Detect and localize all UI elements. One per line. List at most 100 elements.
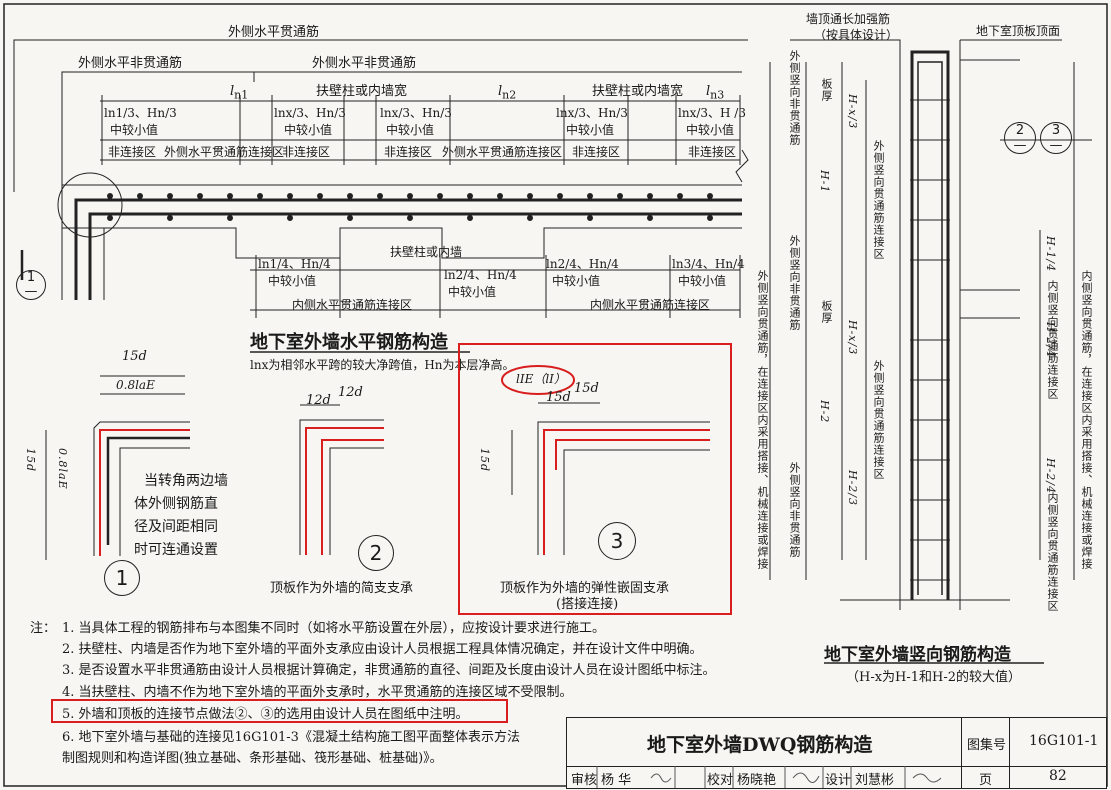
frac-label-a: ln1/3、Hn/3 xyxy=(104,106,177,120)
v-ref-3: 3— xyxy=(1040,122,1072,154)
d1-text-1: 当转角两边墙 xyxy=(144,473,228,489)
inner-conn-zone-2: 内侧水平贯通筋连接区 xyxy=(590,298,711,312)
ln2-label: ln2 xyxy=(498,84,517,102)
note-4: 4. 当扶壁柱、内墙不作为地下室外墙的平面外支承时，水平贯通筋的连接区域不受限制… xyxy=(62,685,573,700)
vertical-caption: （H-x为H-1和H-2的较大值） xyxy=(846,670,1022,685)
v-outer-conn-2: 外侧竖向贯通筋连接区 xyxy=(872,360,885,480)
note-5: 5. 外墙和顶板的连接节点做法②、③的选用由设计人员在图纸中注明。 xyxy=(62,707,469,722)
reviewer-name: 杨 华 xyxy=(601,773,632,788)
detail-2-number: 2 xyxy=(358,535,394,571)
outer-conn-zone-1: 外侧水平贯通筋连接区 xyxy=(164,145,285,159)
note-6: 6. 地下室外墙与基础的连接见16G101-3《混凝土结构施工图平面整体表示方法 xyxy=(62,730,520,745)
outer-nonthrough-mid-label: 外侧水平非贯通筋 xyxy=(312,56,417,71)
frac-label-f: ln1/4、Hn/4 xyxy=(258,257,331,271)
d1-dim-15d-v: 15d xyxy=(24,448,37,473)
v-h14-label: H-1/4 xyxy=(1044,236,1057,273)
lesser-label-e: 中较小值 xyxy=(686,123,735,137)
nonconnect-label-5: 非连接区 xyxy=(688,145,737,159)
vertical-title: 地下室外墙竖向钢筋构造 xyxy=(824,645,1011,665)
d2-dim-12d-b: 12d xyxy=(338,385,363,400)
lesser-label-i: 中较小值 xyxy=(678,274,727,288)
inner-conn-zone-1: 内侧水平贯通筋连接区 xyxy=(292,298,413,312)
atlas-no: 16G101-1 xyxy=(1029,733,1099,749)
detail-3-caption: 顶板作为外墙的弹性嵌固支承 xyxy=(500,581,670,596)
atlas-no-label: 图集号 xyxy=(967,738,1007,753)
page-number: 82 xyxy=(1049,768,1067,784)
v-h23-label: H-2/3 xyxy=(846,470,859,507)
frac-label-c: lnx/3、Hn/3 xyxy=(380,106,452,120)
lesser-label-f: 中较小值 xyxy=(268,274,317,288)
designer-name: 刘慧彬 xyxy=(855,773,895,788)
v-h1-label: H-1 xyxy=(818,170,831,194)
checker-name: 杨晓艳 xyxy=(737,773,777,788)
outer-nonthrough-left-label: 外侧水平非贯通筋 xyxy=(78,56,183,71)
d1-dim-08: 0.8laE xyxy=(116,378,155,392)
outer-conn-zone-2: 外侧水平贯通筋连接区 xyxy=(442,145,563,159)
pilaster-width-label-b: 扶壁柱或内墙宽 xyxy=(592,84,684,99)
v-right-long-note: 内侧竖向贯通筋，在连接区内采用搭接、机械连接或焊接 xyxy=(1080,270,1093,570)
frac-label-b: lnx/3、Hn/3 xyxy=(274,106,346,120)
note-6-cont: 制图规则和构造详图(独立基础、条形基础、筏形基础、桩基础)》。 xyxy=(62,751,443,766)
pilaster-label-c: 扶壁柱或内墙 xyxy=(390,245,463,259)
detail-3-number: 3 xyxy=(598,522,636,560)
v-hx3-label-a: H-x/3 xyxy=(846,94,859,130)
v-inner-conn-1: 内侧竖向贯通筋连接区 xyxy=(1046,280,1059,400)
d1-text-2: 体外侧钢筋直 xyxy=(134,496,218,512)
frac-label-e: lnx/3、H /3 xyxy=(678,106,746,120)
title-block: 地下室外墙DWQ钢筋构造 图集号 16G101-1 审核 杨 华 校对 杨晓艳 … xyxy=(566,717,1107,789)
lesser-label-a: 中较小值 xyxy=(110,123,159,137)
v-outer-nonthrough-2: 外侧竖向非贯通筋 xyxy=(788,235,801,331)
section-ref-1: 1— xyxy=(16,270,46,300)
detail-1-number: 1 xyxy=(104,560,140,596)
v-top-bar-label: 墙顶通长加强筋 xyxy=(806,12,891,26)
note-1: 1. 当具体工程的钢筋排布与本图集不同时（如将水平筋设置在外层），应按设计要求进… xyxy=(62,621,606,636)
d1-text-3: 径及间距相同 xyxy=(134,519,218,535)
ln1-label: ln1 xyxy=(230,84,249,102)
v-inner-conn-2: 内侧竖向贯通筋连接区 xyxy=(1046,492,1059,612)
v-h24-label-b: H-2/4 xyxy=(1044,458,1057,495)
v-top-bar-label-2: （按具体设计） xyxy=(814,28,899,42)
note-2: 2. 扶壁柱、内墙是否作为地下室外墙的平面外支承应由设计人员根据工程具体情况确定… xyxy=(62,642,703,657)
lesser-label-b: 中较小值 xyxy=(284,123,333,137)
d1-dim-08-v: 0.8laE xyxy=(56,448,69,490)
d3-lle-label: lIE（lI） xyxy=(516,372,566,386)
v-outer-nonthrough-3: 外侧竖向非贯通筋 xyxy=(788,462,801,558)
d1-dim-15d: 15d xyxy=(122,349,147,364)
nonconnect-label-1: 非连接区 xyxy=(108,145,157,159)
d1-text-4: 时可连通设置 xyxy=(134,542,218,558)
horizontal-title: 地下室外墙水平钢筋构造 xyxy=(250,332,448,353)
pilaster-width-label-a: 扶壁柱或内墙宽 xyxy=(316,84,408,99)
signature-marks xyxy=(596,766,942,788)
note-3: 3. 是否设置水平非贯通筋由设计人员根据计算确定，非贯通筋的直径、间距及长度由设… xyxy=(62,663,716,678)
v-outer-conn-1: 外侧竖向贯通筋连接区 xyxy=(872,140,885,260)
check-label: 校对 xyxy=(707,773,734,788)
frac-label-d: lnx/3、Hn/3 xyxy=(556,106,628,120)
lesser-label-d: 中较小值 xyxy=(566,123,615,137)
lesser-label-h: 中较小值 xyxy=(552,274,601,288)
v-hx3-label-b: H-x/3 xyxy=(846,320,859,356)
outer-through-label: 外侧水平贯通筋 xyxy=(228,25,320,40)
v-slab-thickness-1: 板厚 xyxy=(820,78,833,102)
horizontal-caption: lnx为相邻水平跨的较大净跨值，Hn为本层净高。 xyxy=(250,358,515,372)
v-slab-thickness-2: 板厚 xyxy=(820,300,833,324)
design-label: 设计 xyxy=(825,773,852,788)
d3-dim-15d-a: 15d xyxy=(546,390,571,405)
page-label: 页 xyxy=(979,773,993,788)
detail-3-highlight-box xyxy=(458,343,732,615)
v-roof-face-label: 地下室顶板顶面 xyxy=(976,24,1061,38)
review-label: 审核 xyxy=(571,773,598,788)
v-left-long-note: 外侧竖向贯通筋，在连接区内采用搭接、机械连接或焊接 xyxy=(756,270,769,570)
nonconnect-label-2: 非连接区 xyxy=(282,145,331,159)
v-h24-label-a: H-2/4 xyxy=(1044,322,1057,359)
notes-prefix: 注： xyxy=(30,621,57,636)
lesser-label-c: 中较小值 xyxy=(386,123,435,137)
v-outer-nonthrough-1: 外侧竖向非贯通筋 xyxy=(788,50,801,146)
frac-label-g: ln2/4、Hn/4 xyxy=(444,268,517,282)
v-ref-2: 2— xyxy=(1004,122,1036,154)
drawing-title: 地下室外墙DWQ钢筋构造 xyxy=(647,734,873,756)
d2-dim-12d: 12d xyxy=(306,393,331,408)
nonconnect-label-4: 非连接区 xyxy=(572,145,621,159)
nonconnect-label-3: 非连接区 xyxy=(384,145,433,159)
d3-dim-15d-v: 15d xyxy=(478,448,491,473)
